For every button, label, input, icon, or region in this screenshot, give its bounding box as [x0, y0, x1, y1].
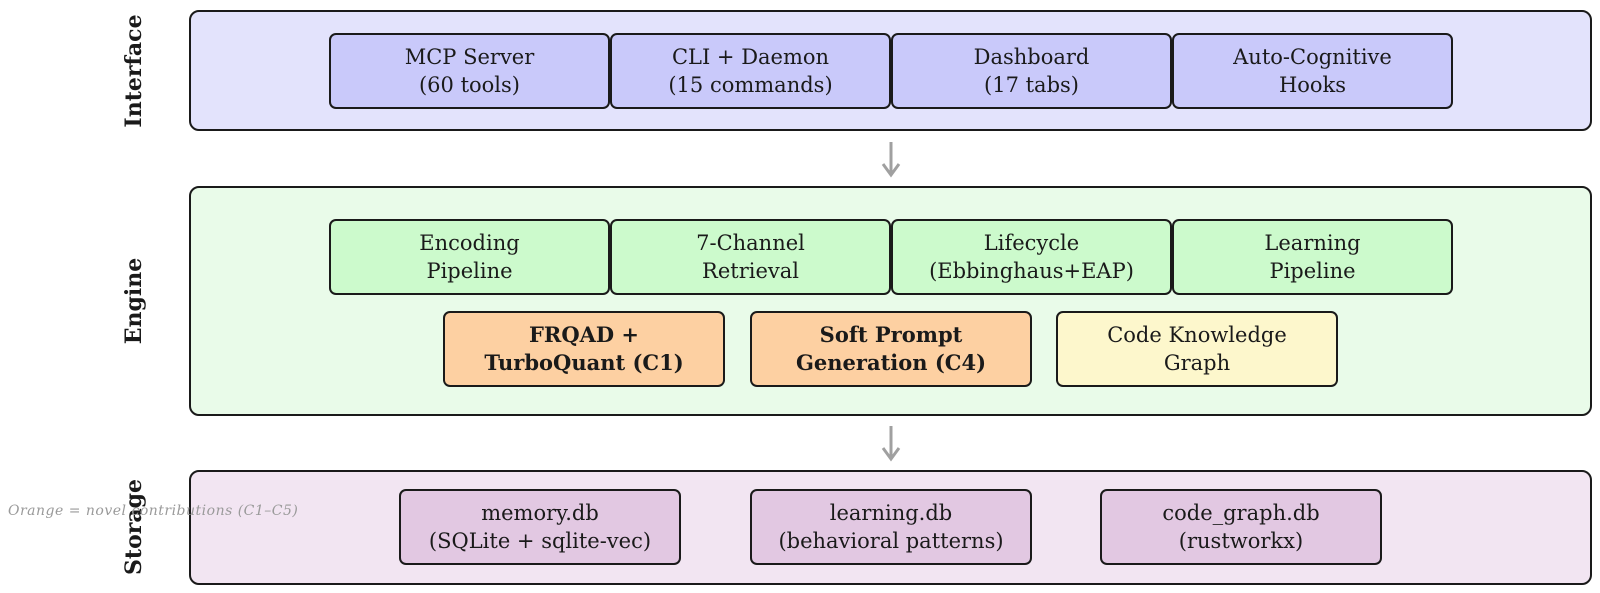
box-line-1: learning.db	[829, 501, 953, 525]
box-line-1: code_graph.db	[1162, 501, 1320, 525]
box-line-2: (Ebbinghaus+EAP)	[929, 259, 1134, 283]
seven-channel-retrieval-box: 7-Channel Retrieval	[610, 219, 891, 295]
box-line-2: Pipeline	[1269, 259, 1356, 283]
box-line-1: Learning	[1264, 231, 1361, 255]
box-line-1: Encoding	[419, 231, 520, 255]
lifecycle-box: Lifecycle (Ebbinghaus+EAP)	[891, 219, 1172, 295]
box-line-1: Soft Prompt	[819, 322, 963, 347]
learning-pipeline-box: Learning Pipeline	[1172, 219, 1453, 295]
soft-prompt-generation-box: Soft Prompt Generation (C4)	[750, 311, 1032, 387]
box-line-2: (SQLite + sqlite-vec)	[428, 529, 652, 553]
box-line-2: Hooks	[1278, 73, 1347, 97]
box-line-1: FRQAD +	[528, 322, 640, 347]
box-line-2: (behavioral patterns)	[778, 529, 1004, 553]
down-arrow-icon	[881, 426, 901, 462]
box-line-2: (rustworkx)	[1178, 529, 1304, 553]
legend-note: Orange = novel contributions (C1–C5)	[8, 503, 299, 519]
code-graph-db-box: code_graph.db (rustworkx)	[1100, 489, 1382, 565]
box-line-1: CLI + Daemon	[671, 45, 830, 69]
memory-db-box: memory.db (SQLite + sqlite-vec)	[399, 489, 681, 565]
learning-db-box: learning.db (behavioral patterns)	[750, 489, 1032, 565]
box-line-1: Dashboard	[973, 45, 1090, 69]
box-line-2: Generation (C4)	[795, 350, 987, 375]
box-line-2: Graph	[1163, 351, 1231, 375]
box-line-2: (15 commands)	[668, 73, 833, 97]
auto-cognitive-hooks-box: Auto-Cognitive Hooks	[1172, 33, 1453, 109]
box-line-2: (60 tools)	[418, 73, 520, 97]
interface-layer-label: Interface	[121, 14, 147, 128]
frqad-turboquant-box: FRQAD + TurboQuant (C1)	[443, 311, 725, 387]
engine-layer-label: Engine	[121, 257, 147, 345]
box-line-2: Pipeline	[426, 259, 513, 283]
box-line-1: Auto-Cognitive	[1233, 45, 1392, 69]
box-line-1: MCP Server	[404, 45, 535, 69]
storage-layer-label: Storage	[121, 479, 147, 575]
mcp-server-box: MCP Server (60 tools)	[329, 33, 610, 109]
box-line-1: memory.db	[481, 501, 599, 525]
down-arrow-icon	[881, 142, 901, 178]
code-knowledge-graph-box: Code Knowledge Graph	[1056, 311, 1338, 387]
box-line-1: Code Knowledge	[1107, 323, 1287, 347]
box-line-1: 7-Channel	[696, 231, 805, 255]
dashboard-box: Dashboard (17 tabs)	[891, 33, 1172, 109]
encoding-pipeline-box: Encoding Pipeline	[329, 219, 610, 295]
cli-daemon-box: CLI + Daemon (15 commands)	[610, 33, 891, 109]
box-line-2: (17 tabs)	[984, 73, 1079, 97]
box-line-1: Lifecycle	[983, 231, 1080, 255]
box-line-2: TurboQuant (C1)	[484, 350, 684, 375]
box-line-2: Retrieval	[702, 259, 799, 283]
